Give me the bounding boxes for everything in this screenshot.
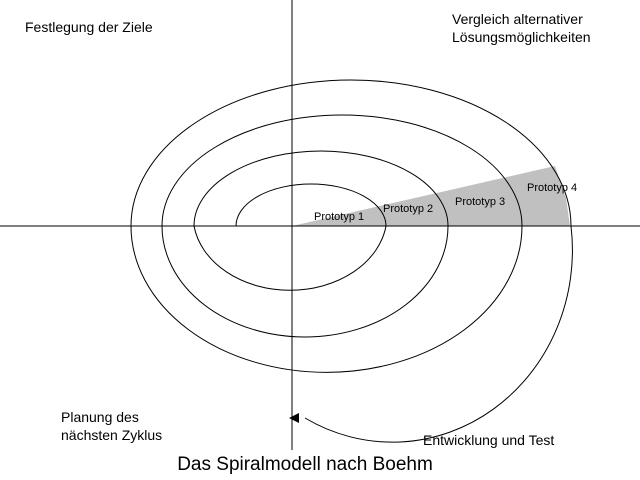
prototype-label-2: Prototyp 2 [383,203,433,215]
quadrant-label-alternatives: Vergleich alternativer Lösungsmöglichkei… [452,10,591,46]
diagram-title: Das Spiralmodell nach Boehm [177,454,433,475]
quadrant-label-objectives: Festlegung der Ziele [25,18,153,36]
spiral-loop-4 [130,79,573,443]
prototype-label-4: Prototyp 4 [527,182,577,194]
quadrant-label-line: Vergleich alternativer [452,11,583,27]
prototype-label-1: Prototyp 1 [314,211,364,223]
quadrant-label-line: Lösungsmöglichkeiten [452,29,591,45]
spiral-loop-1 [193,183,387,291]
quadrant-label-line: nächsten Zyklus [61,427,163,443]
prototype-label-3: Prototyp 3 [455,196,505,208]
quadrant-label-development: Entwicklung und Test [423,431,554,449]
quadrant-label-line: Planung des [61,409,139,425]
spiral-loop-3 [130,114,523,373]
quadrant-label-line: Entwicklung und Test [423,432,555,448]
prototype-wedge [292,166,570,226]
spiral-loop-2 [161,150,449,338]
spiral-arrowhead [289,413,299,423]
quadrant-label-line: Festlegung der Ziele [25,19,153,35]
quadrant-label-planning: Planung des nächsten Zyklus [61,408,162,444]
